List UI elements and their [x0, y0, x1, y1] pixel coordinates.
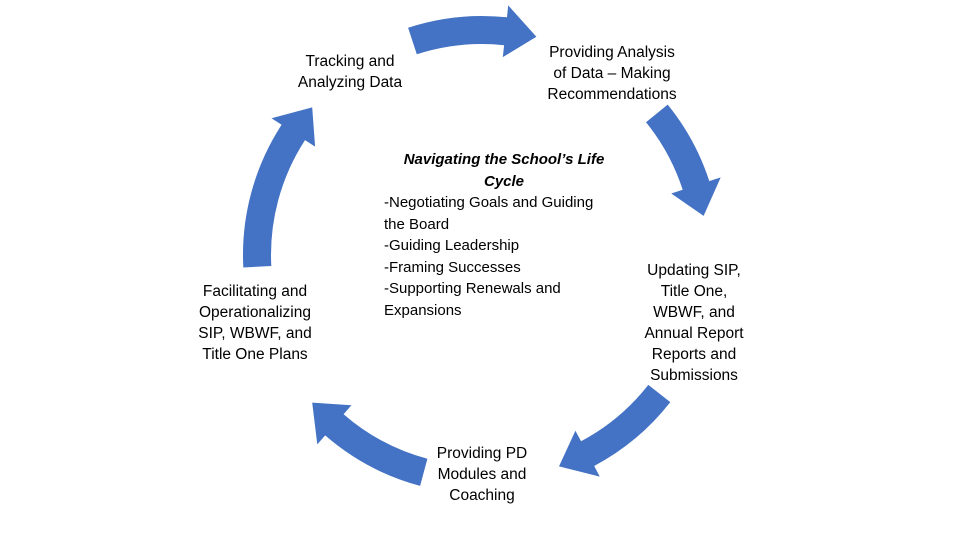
- center-item-line: -Supporting Renewals and: [384, 280, 561, 297]
- node-line: Recommendations: [547, 86, 677, 103]
- node-line: Annual Report: [644, 325, 744, 342]
- center-text-box: Navigating the School’s Life Cycle -Nego…: [384, 149, 624, 321]
- arrow-updating-to-pd: [559, 384, 671, 477]
- node-line: Title One,: [660, 283, 728, 300]
- node-line: Updating SIP,: [647, 262, 741, 279]
- center-item-line: -Negotiating Goals and Guiding: [384, 194, 594, 211]
- node-analysis-label: Providing Analysis of Data – Making Reco…: [517, 42, 707, 105]
- node-line: Reports and: [651, 346, 737, 363]
- node-line: SIP, WBWF, and: [198, 325, 312, 342]
- node-line: Title One Plans: [202, 346, 308, 363]
- arrow-analysis-to-updating: [646, 104, 721, 216]
- arrow-pd-to-facilitating: [312, 402, 428, 486]
- center-title-line: Cycle: [483, 172, 525, 190]
- node-line: Analyzing Data: [297, 74, 403, 91]
- center-item-list: -Negotiating Goals and Guiding the Board…: [384, 192, 624, 321]
- node-line: of Data – Making: [553, 65, 671, 82]
- node-line: Submissions: [650, 367, 738, 384]
- node-line: Providing Analysis: [549, 44, 675, 61]
- center-item-line: Expansions: [384, 301, 462, 319]
- node-updating-label: Updating SIP, Title One, WBWF, and Annua…: [620, 260, 768, 386]
- node-line: Operationalizing: [198, 304, 311, 321]
- center-title-line: Navigating the School’s Life: [403, 151, 605, 168]
- node-facilitating-label: Facilitating and Operationalizing SIP, W…: [180, 281, 330, 365]
- node-line: Tracking and: [305, 53, 395, 70]
- node-line: Modules and: [437, 466, 527, 483]
- node-line: Providing PD: [436, 445, 528, 462]
- node-line: Facilitating and: [202, 283, 308, 300]
- center-item-line: the Board: [384, 215, 450, 233]
- center-item-line: -Guiding Leadership: [384, 237, 520, 254]
- node-line: WBWF, and: [653, 304, 735, 321]
- node-line: Coaching: [449, 487, 515, 504]
- center-title: Navigating the School’s Life Cycle: [384, 149, 624, 192]
- arrow-facilitating-to-tracking: [242, 107, 316, 268]
- node-pd-label: Providing PD Modules and Coaching: [408, 443, 556, 506]
- arrow-tracking-to-analysis: [408, 5, 537, 58]
- node-tracking-label: Tracking and Analyzing Data: [272, 51, 428, 93]
- center-item-line: -Framing Successes: [384, 258, 521, 276]
